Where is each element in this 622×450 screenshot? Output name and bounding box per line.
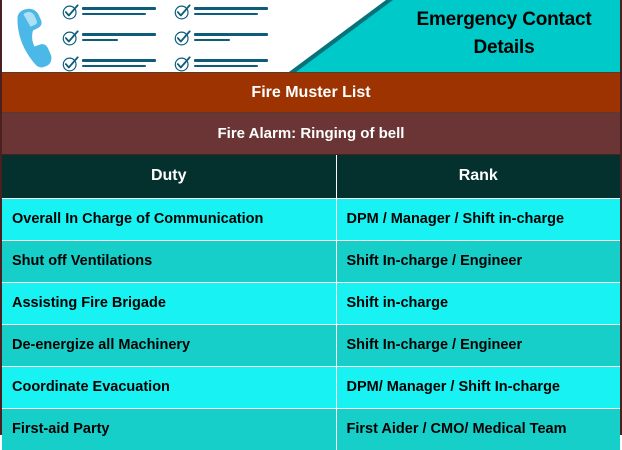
telephone-handset-icon — [17, 8, 52, 68]
banner-header: Emergency Contact Details — [2, 0, 620, 72]
checklist-item — [174, 4, 268, 22]
circled-checkmark-icon — [62, 4, 79, 20]
cell-duty: First-aid Party — [2, 408, 337, 450]
checklist-lines — [82, 56, 156, 67]
table-row: Coordinate Evacuation DPM/ Manager / Shi… — [2, 366, 620, 409]
checklist-lines — [194, 30, 268, 41]
circled-checkmark-icon — [174, 30, 191, 46]
cell-rank: DPM/ Manager / Shift In-charge — [336, 366, 620, 409]
checklist-item — [62, 56, 156, 72]
table-header-row: Duty Rank — [2, 155, 620, 199]
fire-muster-table: Duty Rank Overall In Charge of Communica… — [2, 155, 620, 450]
cell-rank: Shift In-charge / Engineer — [336, 240, 620, 283]
checklist-column-2 — [174, 4, 268, 72]
column-header-duty: Duty — [2, 155, 337, 199]
table-row: Shut off Ventilations Shift In-charge / … — [2, 240, 620, 283]
checklist-item — [174, 30, 268, 48]
circled-checkmark-icon — [174, 56, 191, 72]
page-title-line-2: Details — [473, 37, 535, 58]
page-title: Emergency Contact Details — [390, 6, 618, 62]
fire-alarm-bar: Fire Alarm: Ringing of bell — [2, 113, 620, 155]
cell-rank: Shift In-charge / Engineer — [336, 324, 620, 367]
cell-duty: Assisting Fire Brigade — [2, 282, 337, 325]
checklist-lines — [194, 56, 268, 67]
cell-rank: First Aider / CMO/ Medical Team — [336, 408, 620, 450]
page-title-line-1: Emergency Contact — [416, 9, 592, 30]
table-row: De-energize all Machinery Shift In-charg… — [2, 324, 620, 367]
table-row: Overall In Charge of Communication DPM /… — [2, 198, 620, 241]
checklist-lines — [82, 30, 156, 41]
checklist-item — [62, 30, 156, 48]
table-row: First-aid Party First Aider / CMO/ Medic… — [2, 408, 620, 450]
cell-duty: Coordinate Evacuation — [2, 366, 337, 409]
cell-duty: Shut off Ventilations — [2, 240, 337, 283]
cell-rank: Shift in-charge — [336, 282, 620, 325]
checklist-item — [62, 4, 156, 22]
cell-rank: DPM / Manager / Shift in-charge — [336, 198, 620, 241]
circled-checkmark-icon — [174, 4, 191, 20]
checklist-lines — [194, 4, 268, 15]
checklist-lines — [82, 4, 156, 15]
checklist-column-1 — [62, 4, 156, 72]
circled-checkmark-icon — [62, 56, 79, 72]
column-header-rank: Rank — [336, 155, 620, 199]
cell-duty: De-energize all Machinery — [2, 324, 337, 367]
circled-checkmark-icon — [62, 30, 79, 46]
table-row: Assisting Fire Brigade Shift in-charge — [2, 282, 620, 325]
fire-muster-list-bar: Fire Muster List — [2, 72, 620, 113]
checklist-item — [174, 56, 268, 72]
cell-duty: Overall In Charge of Communication — [2, 198, 337, 241]
